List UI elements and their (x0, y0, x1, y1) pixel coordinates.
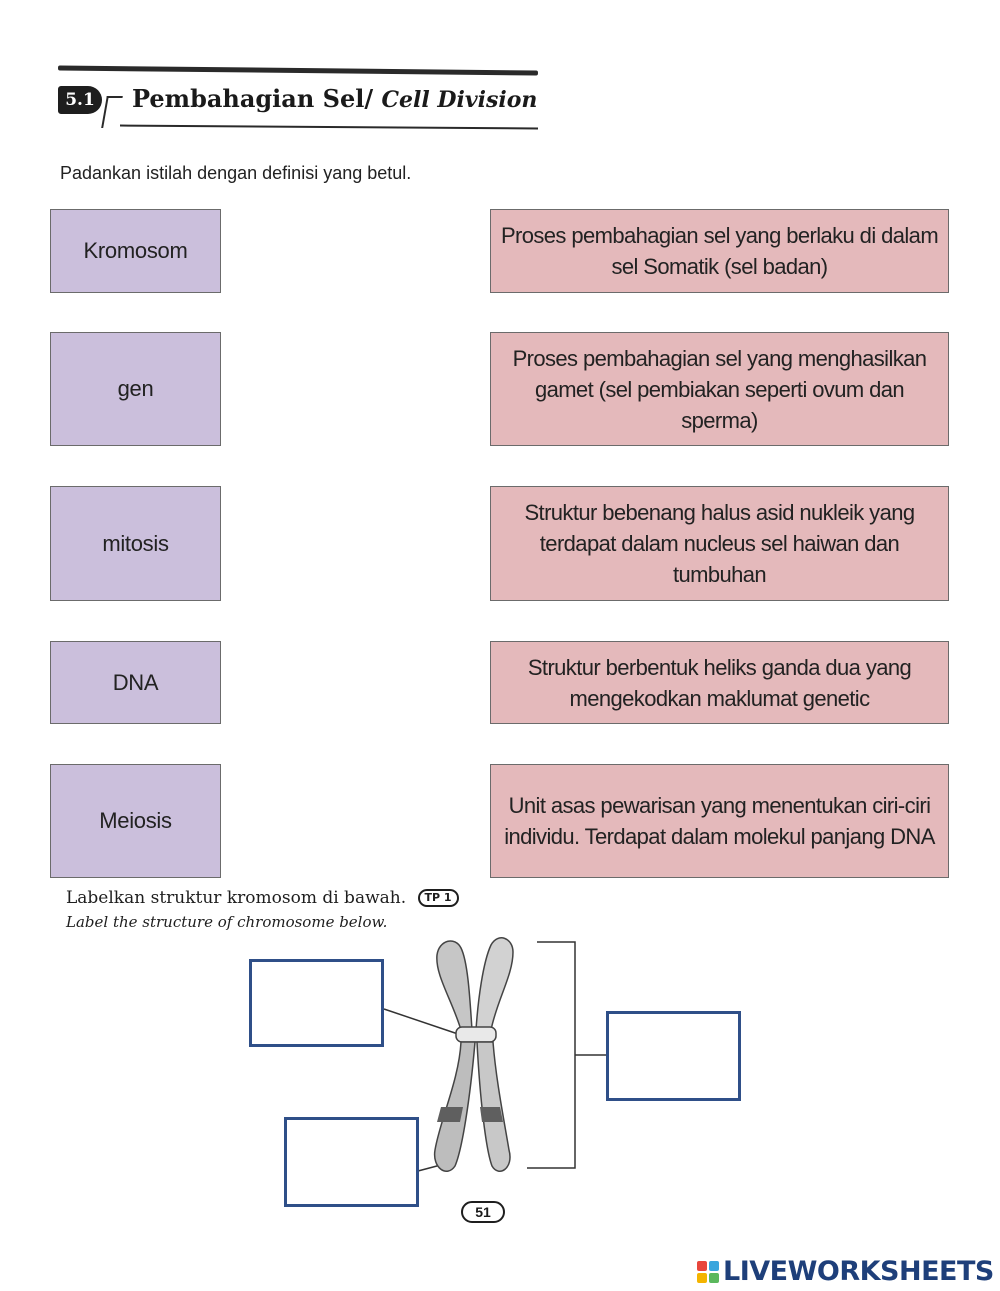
answer-box-chromosome[interactable] (606, 1011, 741, 1101)
liveworksheets-mark-icon (697, 1260, 719, 1283)
leader-line-centromere (383, 1008, 459, 1035)
term-card-meiosis[interactable]: Meiosis (50, 764, 221, 878)
band-right (480, 1107, 503, 1122)
definition-card-4[interactable]: Struktur berbentuk heliks ganda dua yang… (490, 641, 949, 724)
page-number: 51 (461, 1201, 505, 1223)
chromosome-bracket (527, 941, 576, 1169)
section-title-malay: Pembahagian Sel/ (132, 84, 374, 113)
term-card-dna[interactable]: DNA (50, 641, 221, 724)
liveworksheets-logo: LIVEWORKSHEETS (697, 1256, 994, 1287)
upper-left-arm (436, 940, 473, 1031)
definition-card-1[interactable]: Proses pembahagian sel yang berlaku di d… (490, 209, 949, 293)
labelling-title: Labelkan struktur kromosom di bawah. TP … (66, 888, 459, 908)
answer-box-centromere[interactable] (249, 959, 384, 1047)
term-card-kromosom[interactable]: Kromosom (50, 209, 221, 293)
band-left (437, 1107, 463, 1122)
section-title: Pembahagian Sel/ Cell Division (132, 84, 537, 113)
definition-card-2[interactable]: Proses pembahagian sel yang menghasilkan… (490, 332, 949, 446)
labelling-title-text: Labelkan struktur kromosom di bawah. (66, 888, 407, 908)
section-number-badge: 5.1 (58, 86, 102, 114)
section-title-english: Cell Division (381, 87, 538, 113)
term-card-mitosis[interactable]: mitosis (50, 486, 221, 601)
mark-square (697, 1260, 707, 1271)
chromosome-shape (433, 937, 514, 1172)
lower-right-arm (476, 1041, 511, 1172)
lower-left-arm (433, 1041, 476, 1172)
instruction-text: Padankan istilah dengan definisi yang be… (60, 163, 412, 183)
labelling-subtitle: Label the structure of chromosome below. (66, 913, 388, 931)
answer-box-chromatid[interactable] (284, 1117, 419, 1207)
upper-right-arm (475, 937, 514, 1031)
mark-square (709, 1272, 719, 1283)
level-badge: TP 1 (417, 889, 459, 907)
centromere (455, 1026, 497, 1043)
brand-name: LIVEWORKSHEETS (723, 1256, 994, 1287)
mark-square (709, 1260, 719, 1271)
mark-square (697, 1272, 707, 1283)
definition-card-3[interactable]: Struktur bebenang halus asid nukleik yan… (490, 486, 949, 601)
term-card-gen[interactable]: gen (50, 332, 221, 446)
definition-card-5[interactable]: Unit asas pewarisan yang menentukan ciri… (490, 764, 949, 878)
